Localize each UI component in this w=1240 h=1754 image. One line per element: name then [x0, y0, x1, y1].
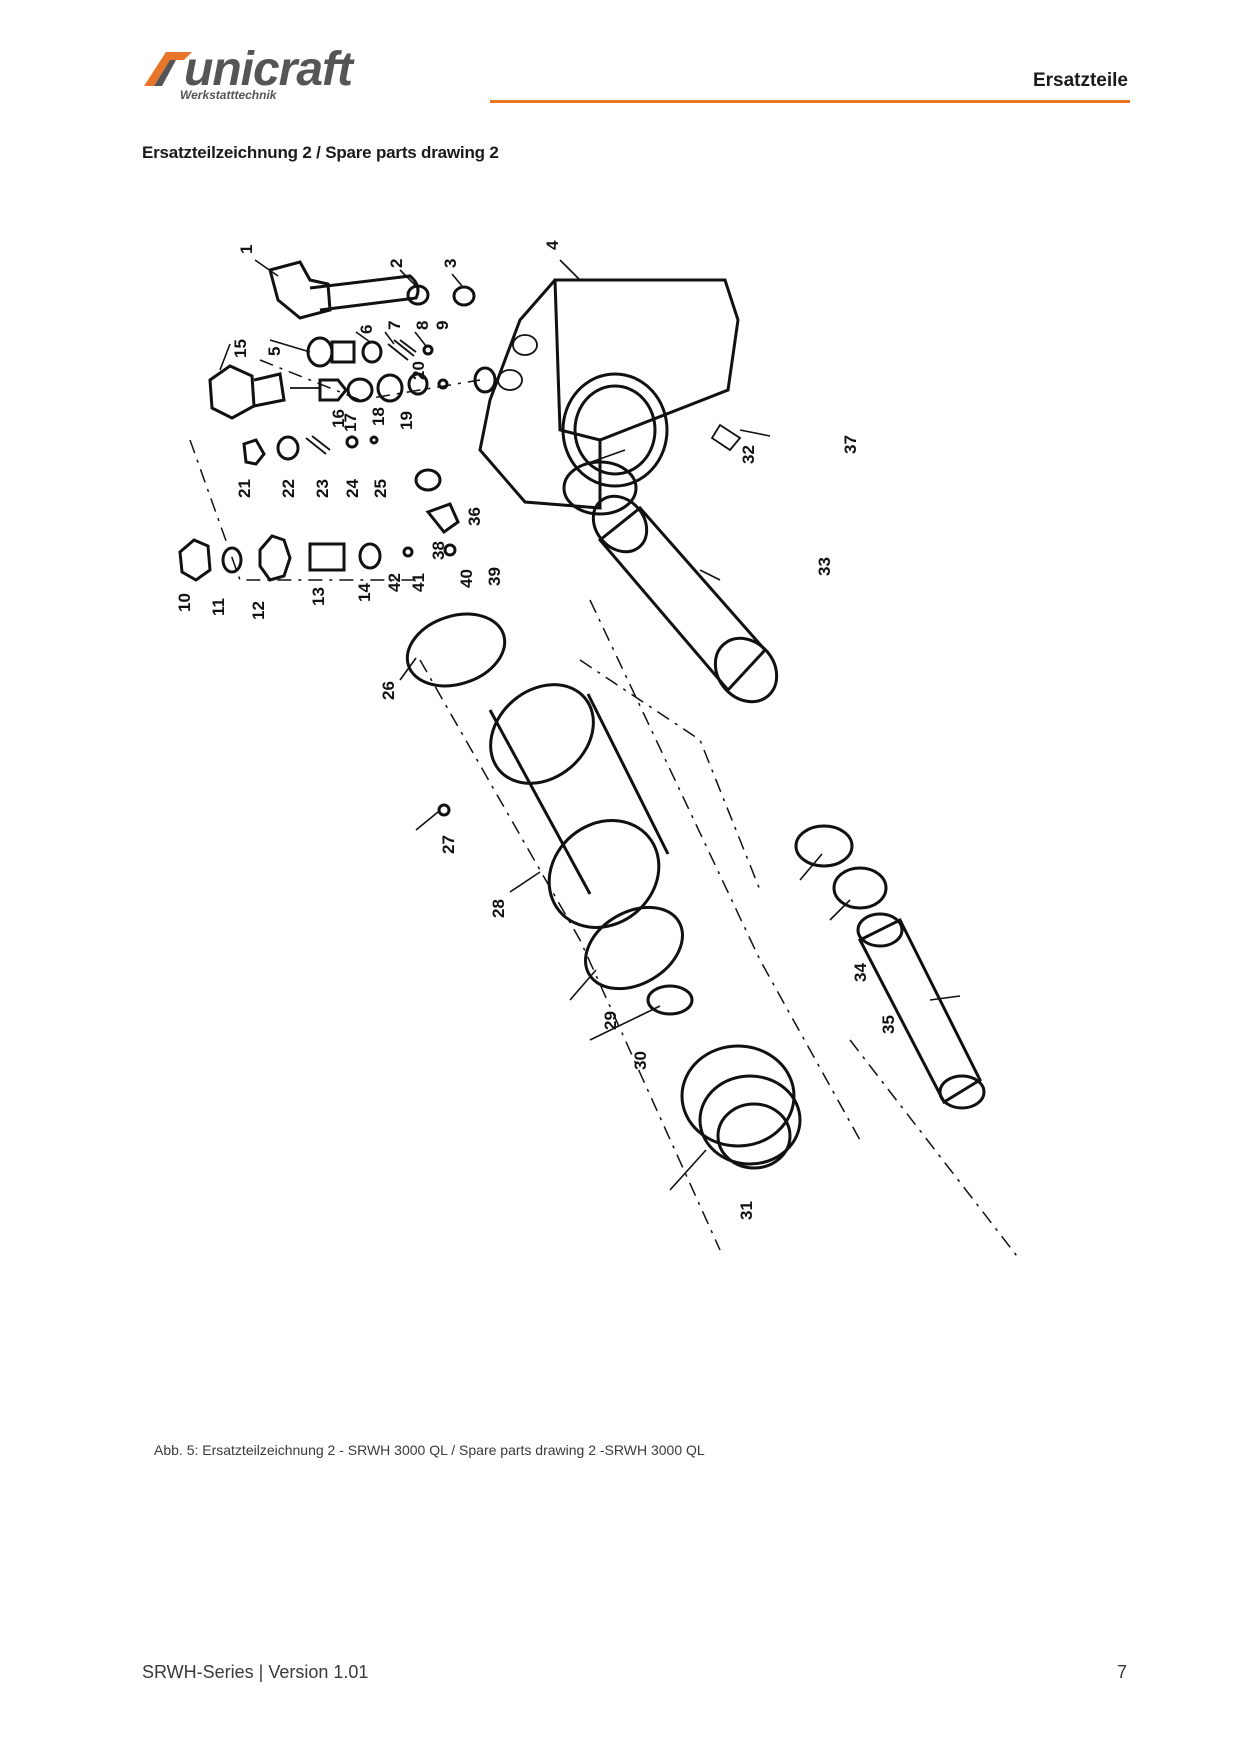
logo-mark-icon [144, 52, 192, 86]
spare-parts-drawing: 1 2 3 4 5 6 7 8 9 10 11 12 13 14 15 16 1… [175, 240, 1021, 1261]
part-label: 30 [631, 1051, 650, 1070]
part-label: 6 [357, 325, 376, 334]
part-label: 18 [369, 407, 388, 426]
part-2-ring [406, 284, 430, 306]
part-label: 1 [237, 245, 256, 254]
part-label: 2 [387, 259, 406, 268]
part-label: 13 [309, 587, 328, 606]
part-35-ring [832, 866, 888, 910]
part-label: 9 [433, 321, 452, 330]
part-label: 15 [231, 339, 250, 358]
part-label: 35 [879, 1015, 898, 1034]
part-30-ring [646, 984, 694, 1016]
part-label: 38 [429, 541, 448, 560]
part-26-ring [405, 612, 507, 688]
part-label: 21 [235, 479, 254, 498]
part-label: 28 [489, 899, 508, 918]
part-label: 39 [485, 567, 504, 586]
part-label: 23 [313, 479, 332, 498]
part-label: 24 [343, 479, 362, 498]
part-3-ring [452, 285, 476, 307]
part-15-fitting [208, 364, 320, 420]
part-4-pump-body [478, 278, 740, 510]
part-label: 31 [737, 1201, 756, 1220]
part-label: 27 [439, 835, 458, 854]
part-label: 29 [601, 1011, 620, 1030]
parts-21-25 [242, 435, 379, 466]
footer-version: SRWH-Series | Version 1.01 [142, 1662, 369, 1682]
parts-36-42 [402, 468, 460, 558]
parts-5-9-valve [306, 336, 434, 368]
leader-lines [219, 259, 961, 1191]
header-section-title: Ersatzteile [1032, 70, 1128, 91]
part-label: 25 [371, 479, 390, 498]
part-label: 17 [341, 413, 360, 432]
part-label: 16 [329, 409, 348, 428]
part-label: 7 [385, 321, 404, 330]
brand-name: unicraft [184, 43, 353, 96]
brand-tagline: Werkstatttechnik [180, 88, 277, 102]
parts-10-14 [178, 534, 382, 582]
brand-logo: unicraft Werkstatttechnik [140, 43, 380, 106]
part-1-handle [268, 260, 420, 320]
part-label: 4 [543, 240, 562, 250]
part-37-pin [710, 423, 742, 452]
part-label: 20 [409, 361, 428, 380]
part-label: 26 [379, 681, 398, 700]
part-29-ring [584, 905, 684, 991]
part-label: 19 [397, 411, 416, 430]
part-label: 41 [409, 573, 428, 592]
part-label: 22 [279, 479, 298, 498]
part-label: 3 [441, 259, 460, 268]
part-34-ring [794, 824, 854, 868]
part-label: 36 [465, 507, 484, 526]
part-label: 8 [413, 321, 432, 330]
part-31-cap [680, 1044, 802, 1170]
part-label: 10 [175, 593, 194, 612]
part-32-ring [562, 460, 638, 516]
page-number: 7 [1116, 1662, 1127, 1682]
header-divider [490, 100, 1130, 103]
part-label: 14 [355, 583, 374, 602]
parts-16-20 [318, 366, 497, 403]
part-number-labels: 1 2 3 4 5 6 7 8 9 10 11 12 13 14 15 16 1… [175, 240, 898, 1220]
part-label: 12 [249, 601, 268, 620]
part-label: 5 [265, 347, 284, 356]
part-label: 11 [209, 598, 228, 616]
part-label: 32 [739, 445, 758, 464]
part-label: 40 [457, 569, 476, 588]
figure-caption: Abb. 5: Ersatzteilzeichnung 2 - SRWH 300… [154, 1442, 705, 1458]
part-27-plug [437, 803, 451, 817]
part-28-tank [488, 683, 670, 929]
part-label: 34 [851, 963, 870, 982]
part-label: 37 [841, 435, 860, 454]
part-36-piston [856, 912, 986, 1110]
part-label: 42 [385, 573, 404, 592]
part-33-cylinder [591, 494, 779, 704]
page-title: Ersatzteilzeichnung 2 / Spare parts draw… [142, 143, 499, 162]
part-label: 33 [815, 557, 834, 576]
